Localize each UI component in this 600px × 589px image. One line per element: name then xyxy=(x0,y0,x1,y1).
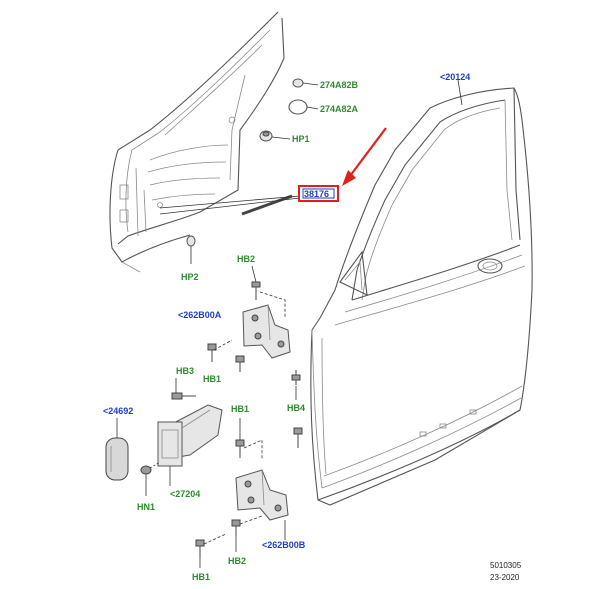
label-hb1-bottom: HB1 xyxy=(192,572,210,582)
label-20124: <20124 xyxy=(440,72,470,82)
front-door-assembly xyxy=(310,79,533,506)
label-38176: 38176 xyxy=(304,189,329,199)
upper-hinge xyxy=(207,265,301,400)
hinge-cover xyxy=(105,418,129,481)
highlight-arrow-icon xyxy=(342,127,387,186)
lower-hinge xyxy=(195,418,303,568)
label-262b00b: <262B00B xyxy=(262,540,306,550)
label-hb2-top: HB2 xyxy=(237,254,255,264)
plug-hp1 xyxy=(259,130,291,142)
highlight-box xyxy=(298,185,339,202)
label-hb3: HB3 xyxy=(176,366,194,376)
label-274a82b: 274A82B xyxy=(320,80,359,90)
label-hp2: HP2 xyxy=(181,272,199,282)
label-hb2-bottom: HB2 xyxy=(228,556,246,566)
label-hb1-a: HB1 xyxy=(203,374,221,384)
plug-274a82b xyxy=(292,78,319,88)
footer-code: 5010305 xyxy=(490,561,522,570)
label-274a82a: 274A82A xyxy=(320,104,359,114)
label-hp1: HP1 xyxy=(292,134,310,144)
seal-strip xyxy=(159,194,301,216)
body-door-opening xyxy=(109,11,285,273)
label-hn1: HN1 xyxy=(137,502,155,512)
plug-274a82a xyxy=(288,99,319,115)
highlight-inner-box xyxy=(302,188,335,199)
plug-hp2 xyxy=(186,235,196,264)
footer-date: 23-2020 xyxy=(490,573,520,582)
label-hb4: HB4 xyxy=(287,403,305,413)
label-27204: <27204 xyxy=(170,489,200,499)
door-check-strap xyxy=(140,378,223,496)
label-262b00a: <262B00A xyxy=(178,310,222,320)
label-hb1-b: HB1 xyxy=(231,404,249,414)
label-24692: <24692 xyxy=(103,406,133,416)
